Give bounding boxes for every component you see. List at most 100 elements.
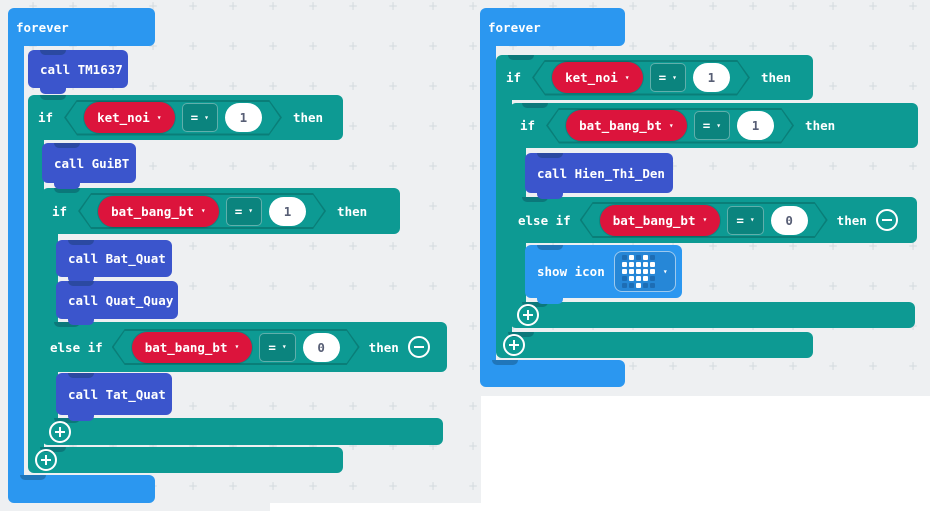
icon-dropdown[interactable]: ▾: [613, 251, 676, 292]
if-block-spine[interactable]: [496, 98, 512, 334]
else-if-row[interactable]: else if bat_bang_bt ▾ = ▾ 0 then: [42, 322, 447, 372]
forever-block-header[interactable]: forever: [8, 8, 155, 46]
variable-dropdown[interactable]: bat_bang_bt ▾: [132, 332, 253, 363]
add-branch-button[interactable]: [49, 420, 71, 443]
grid-cross: +: [907, 239, 919, 253]
comparator-dropdown[interactable]: = ▾: [226, 197, 262, 226]
if-block-bottom-row[interactable]: [510, 302, 915, 328]
variable-name: bat_bang_bt: [612, 212, 696, 228]
comparator-dropdown[interactable]: = ▾: [650, 63, 686, 92]
number-input[interactable]: 0: [303, 333, 340, 362]
if-block-bottom-row[interactable]: [496, 332, 813, 358]
grid-cross: +: [227, 279, 239, 293]
grid-cross: +: [147, 439, 159, 453]
then-keyword: then: [368, 339, 399, 355]
comparator-dropdown[interactable]: = ▾: [259, 333, 295, 362]
grid-cross: +: [187, 79, 199, 93]
number-input[interactable]: 1: [225, 103, 262, 132]
grid-cross: +: [387, 279, 399, 293]
comparator-dropdown[interactable]: = ▾: [182, 103, 218, 132]
call-function-block[interactable]: call TM1637: [28, 50, 128, 94]
variable-dropdown[interactable]: bat_bang_bt ▾: [600, 205, 721, 236]
led-cell: [621, 283, 627, 288]
comparator-label: =: [268, 339, 276, 355]
add-branch-button[interactable]: [517, 304, 539, 326]
grid-cross: +: [547, 0, 559, 13]
if-block-bottom-row[interactable]: [28, 447, 343, 473]
led-cell: [642, 283, 648, 288]
grid-cross: +: [707, 279, 719, 293]
grid-cross: +: [307, 0, 319, 13]
if-block-header[interactable]: if bat_bang_bt ▾ = ▾ 1 then: [42, 188, 400, 234]
variable-dropdown[interactable]: bat_bang_bt ▾: [98, 196, 219, 227]
grid-cross: +: [427, 399, 439, 413]
add-branch-button[interactable]: [35, 449, 57, 471]
grid-cross: +: [347, 239, 359, 253]
grid-cross: +: [787, 359, 799, 373]
then-keyword: then: [292, 110, 324, 125]
led-cell: [642, 269, 648, 274]
grid-cross: +: [267, 79, 279, 93]
connector-tab: [68, 415, 94, 421]
call-function-block[interactable]: call Quat_Quay: [56, 281, 178, 325]
number-input[interactable]: 1: [737, 111, 774, 140]
forever-block-spine[interactable]: [480, 44, 496, 362]
led-cell: [621, 276, 627, 281]
led-cell: [635, 283, 641, 288]
forever-block-header[interactable]: forever: [480, 8, 625, 46]
grid-cross: +: [307, 159, 319, 173]
if-block-spine[interactable]: [28, 138, 44, 449]
number-input[interactable]: 1: [269, 197, 306, 226]
remove-branch-button[interactable]: [875, 209, 898, 231]
variable-dropdown[interactable]: ket_noi ▾: [84, 102, 175, 133]
call-function-block[interactable]: call GuiBT: [42, 143, 136, 189]
remove-branch-button[interactable]: [407, 336, 430, 358]
grid-cross: +: [147, 0, 159, 13]
grid-cross: +: [347, 479, 359, 493]
then-keyword: then: [337, 203, 368, 219]
grid-cross: +: [387, 399, 399, 413]
forever-block-footer[interactable]: [8, 475, 155, 503]
call-function-block[interactable]: call Hien_Thi_Den: [525, 153, 673, 199]
grid-cross: +: [707, 39, 719, 53]
grid-cross: +: [467, 359, 479, 373]
grid-cross: +: [427, 279, 439, 293]
grid-cross: +: [427, 79, 439, 93]
grid-cross: +: [627, 0, 639, 13]
call-function-block[interactable]: call Bat_Quat: [56, 240, 172, 283]
grid-cross: +: [307, 279, 319, 293]
grid-cross: +: [107, 439, 119, 453]
grid-cross: +: [907, 279, 919, 293]
else-if-row[interactable]: else if bat_bang_bt ▾ = ▾ 0 then: [510, 197, 917, 243]
forever-block-spine[interactable]: [8, 44, 24, 476]
grid-cross: +: [227, 159, 239, 173]
add-branch-button[interactable]: [503, 334, 525, 356]
grid-cross: +: [467, 279, 479, 293]
grid-cross: +: [107, 0, 119, 13]
call-function-block[interactable]: call Tat_Quat: [56, 373, 172, 421]
if-block-bottom-row[interactable]: [42, 418, 443, 445]
grid-cross: +: [747, 359, 759, 373]
if-block-header[interactable]: if ket_noi ▾ = ▾ 1 then: [28, 95, 343, 140]
number-input[interactable]: 0: [771, 206, 808, 235]
connector-notch: [508, 55, 534, 60]
if-block-header[interactable]: if bat_bang_bt ▾ = ▾ 1 then: [510, 103, 918, 148]
forever-block-footer[interactable]: [480, 360, 625, 387]
comparator-dropdown[interactable]: = ▾: [727, 206, 763, 235]
condition-slot: ket_noi ▾ = ▾ 1: [532, 60, 750, 96]
show-icon-block[interactable]: show icon ▾: [525, 245, 682, 304]
comparator-dropdown[interactable]: = ▾: [694, 111, 730, 140]
else-if-keyword: else if: [50, 339, 103, 355]
variable-dropdown[interactable]: ket_noi ▾: [552, 62, 643, 93]
grid-cross: +: [427, 159, 439, 173]
variable-name: bat_bang_bt: [579, 118, 662, 133]
if-block-header[interactable]: if ket_noi ▾ = ▾ 1 then: [496, 55, 813, 100]
grid-cross: +: [267, 239, 279, 253]
variable-dropdown[interactable]: bat_bang_bt ▾: [566, 110, 687, 141]
grid-cross: +: [347, 79, 359, 93]
grid-cross: +: [827, 239, 839, 253]
grid-cross: +: [187, 479, 199, 493]
number-input[interactable]: 1: [693, 63, 730, 92]
grid-cross: +: [27, 0, 39, 13]
